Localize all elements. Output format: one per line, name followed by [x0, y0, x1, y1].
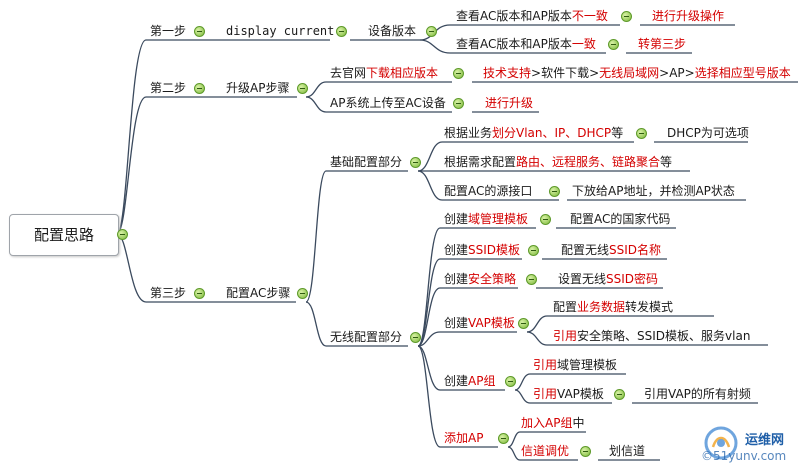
node-ref-domain-template[interactable]: 引用域管理模板	[533, 358, 618, 372]
collapse-toggle-icon[interactable]	[580, 446, 591, 457]
node-channel-tuning[interactable]: 信道调优	[521, 444, 570, 458]
node-configure-ac-steps[interactable]: 配置AC步骤	[226, 286, 291, 300]
collapse-toggle-icon[interactable]	[528, 245, 539, 256]
node-perform-upgrade[interactable]: 进行升级	[485, 96, 534, 110]
collapse-toggle-icon[interactable]	[608, 39, 619, 50]
collapse-toggle-icon[interactable]	[194, 83, 205, 94]
node-download-version[interactable]: 去官网下载相应版本	[330, 66, 439, 80]
node-step3[interactable]: 第三步	[150, 286, 187, 300]
collapse-toggle-icon[interactable]	[194, 288, 205, 299]
node-version-match[interactable]: 查看AC版本和AP版本一致	[456, 37, 596, 51]
node-wireless-config[interactable]: 无线配置部分	[330, 330, 403, 344]
collapse-toggle-icon[interactable]	[336, 26, 347, 37]
node-step2[interactable]: 第二步	[150, 81, 187, 95]
node-country-code[interactable]: 配置AC的国家代码	[570, 212, 671, 226]
node-domain-template[interactable]: 创建域管理模板	[444, 212, 529, 226]
node-assign-channel[interactable]: 划信道	[609, 444, 646, 458]
node-step1[interactable]: 第一步	[150, 24, 187, 38]
node-download-path[interactable]: 技术支持>软件下载>无线局域网>AP>选择相应型号版本	[483, 66, 791, 80]
edge-root-step2	[116, 96, 216, 235]
collapse-toggle-icon[interactable]	[426, 26, 437, 37]
node-join-ap-group[interactable]: 加入AP组中	[521, 416, 585, 430]
root-node[interactable]: 配置思路	[9, 214, 119, 256]
collapse-toggle-icon[interactable]	[549, 186, 560, 197]
node-upload-to-ac[interactable]: AP系统上传至AC设备	[330, 96, 446, 110]
node-ssid-template[interactable]: 创建SSID模板	[444, 243, 521, 257]
collapse-toggle-icon[interactable]	[505, 376, 516, 387]
collapse-toggle-icon[interactable]	[498, 433, 509, 444]
node-dhcp-optional[interactable]: DHCP为可选项	[667, 126, 749, 140]
collapse-toggle-icon[interactable]	[410, 332, 421, 343]
collapse-toggle-icon[interactable]	[540, 214, 551, 225]
node-ac-source-interface[interactable]: 配置AC的源接口	[444, 184, 533, 198]
node-ap-group[interactable]: 创建AP组	[444, 374, 496, 388]
collapse-toggle-icon[interactable]	[518, 318, 529, 329]
node-add-ap[interactable]: 添加AP	[444, 431, 484, 445]
node-ap-address-check[interactable]: 下放给AP地址，并检测AP状态	[572, 184, 735, 198]
watermark-title: 运维网	[745, 433, 785, 448]
watermark: 运维网 ©51yunv.com	[695, 423, 805, 469]
node-basic-config[interactable]: 基础配置部分	[330, 155, 403, 169]
collapse-toggle-icon[interactable]	[297, 83, 308, 94]
collapse-toggle-icon[interactable]	[621, 11, 632, 22]
node-ssid-name[interactable]: 配置无线SSID名称	[561, 243, 662, 257]
collapse-toggle-icon[interactable]	[636, 128, 647, 139]
node-vlan-ip-dhcp[interactable]: 根据业务划分Vlan、IP、DHCP等	[444, 126, 624, 140]
node-version-mismatch[interactable]: 查看AC版本和AP版本不一致	[456, 9, 608, 23]
node-ref-vap-template[interactable]: 引用VAP模板	[533, 387, 604, 401]
collapse-toggle-icon[interactable]	[297, 288, 308, 299]
node-do-upgrade[interactable]: 进行升级操作	[652, 9, 725, 23]
node-display-current[interactable]: display current	[226, 24, 335, 38]
collapse-toggle-icon[interactable]	[117, 229, 128, 240]
node-ssid-password[interactable]: 设置无线SSID密码	[558, 272, 659, 286]
collapse-toggle-icon[interactable]	[410, 157, 421, 168]
node-device-version[interactable]: 设备版本	[368, 24, 417, 38]
watermark-url: ©51yunv.com	[701, 449, 787, 463]
node-forward-mode[interactable]: 配置业务数据转发模式	[553, 300, 674, 314]
node-upgrade-ap-steps[interactable]: 升级AP步骤	[226, 81, 290, 95]
collapse-toggle-icon[interactable]	[194, 26, 205, 37]
node-vap-references[interactable]: 引用安全策略、SSID模板、服务vlan	[553, 329, 751, 343]
node-vap-template[interactable]: 创建VAP模板	[444, 316, 515, 330]
collapse-toggle-icon[interactable]	[453, 68, 464, 79]
collapse-toggle-icon[interactable]	[614, 389, 625, 400]
node-goto-step3[interactable]: 转第三步	[638, 37, 687, 51]
edge-root-step1	[116, 39, 216, 235]
collapse-toggle-icon[interactable]	[526, 274, 537, 285]
node-security-policy[interactable]: 创建安全策略	[444, 272, 517, 286]
node-routing-services[interactable]: 根据需求配置路由、远程服务、链路聚合等	[444, 155, 673, 169]
node-vap-all-radios[interactable]: 引用VAP的所有射频	[644, 387, 751, 401]
collapse-toggle-icon[interactable]	[453, 98, 464, 109]
watermark-logo-icon	[704, 426, 738, 460]
